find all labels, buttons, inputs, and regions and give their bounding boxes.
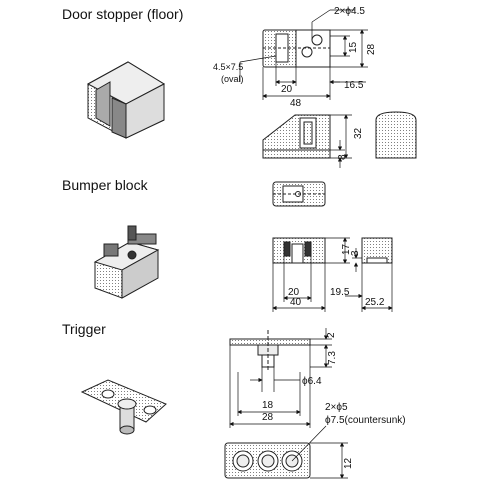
dim-tr-6-4: ϕ6.4 <box>302 376 322 387</box>
door-stopper-title: Door stopper (floor) <box>62 6 184 22</box>
bumper-block-isometric <box>93 225 160 299</box>
dim-tr-countersunk: ϕ7.5(countersunk) <box>325 415 406 426</box>
dim-15: 15 <box>348 41 359 53</box>
dim-bb-20: 20 <box>288 287 300 298</box>
dim-tr-2: 2 <box>326 332 337 338</box>
dim-16-5: 16.5 <box>344 80 364 91</box>
dim-tr-7-3: 7.3 <box>327 351 338 365</box>
dim-8: 8 <box>337 154 348 160</box>
dim-tr-12: 12 <box>343 457 354 469</box>
dim-holes: 2×ϕ4.5 <box>334 6 365 17</box>
dim-tr-18: 18 <box>262 400 274 411</box>
bumper-block-top-view <box>272 181 326 207</box>
dim-oval: (oval) <box>221 74 244 84</box>
trigger-isometric <box>80 379 167 435</box>
door-stopper-isometric <box>86 61 166 139</box>
trigger-side-view <box>229 330 311 372</box>
trigger-dimension-lines <box>229 328 332 428</box>
trigger-title: Trigger <box>62 321 106 337</box>
dim-tr-28: 28 <box>262 412 274 423</box>
dim-20: 20 <box>281 84 293 95</box>
dim-bb-40: 40 <box>290 297 302 308</box>
dim-tr-holes: 2×ϕ5 <box>325 402 348 413</box>
door-stopper-top-view <box>262 29 331 68</box>
dim-bb-25-2: 25.2 <box>365 297 385 308</box>
dim-32: 32 <box>353 127 364 139</box>
bumper-block-front-view <box>272 237 326 264</box>
dim-3: 3 <box>350 250 361 256</box>
dim-bb-19-5: 19.5 <box>330 287 350 298</box>
trigger-top-view <box>224 442 311 479</box>
dim-slot: 4.5×7.5 <box>213 62 243 72</box>
dim-48: 48 <box>290 98 302 109</box>
bumper-block-side-view <box>361 237 393 264</box>
door-stopper-dimension-lines <box>239 9 368 100</box>
dim-17: 17 <box>341 243 352 255</box>
dim-28: 28 <box>366 43 377 55</box>
bumper-block-dimension-lines <box>272 237 393 312</box>
bumper-block-title: Bumper block <box>62 177 148 193</box>
door-stopper-side-view <box>262 114 331 159</box>
door-stopper-end-view <box>375 111 417 159</box>
